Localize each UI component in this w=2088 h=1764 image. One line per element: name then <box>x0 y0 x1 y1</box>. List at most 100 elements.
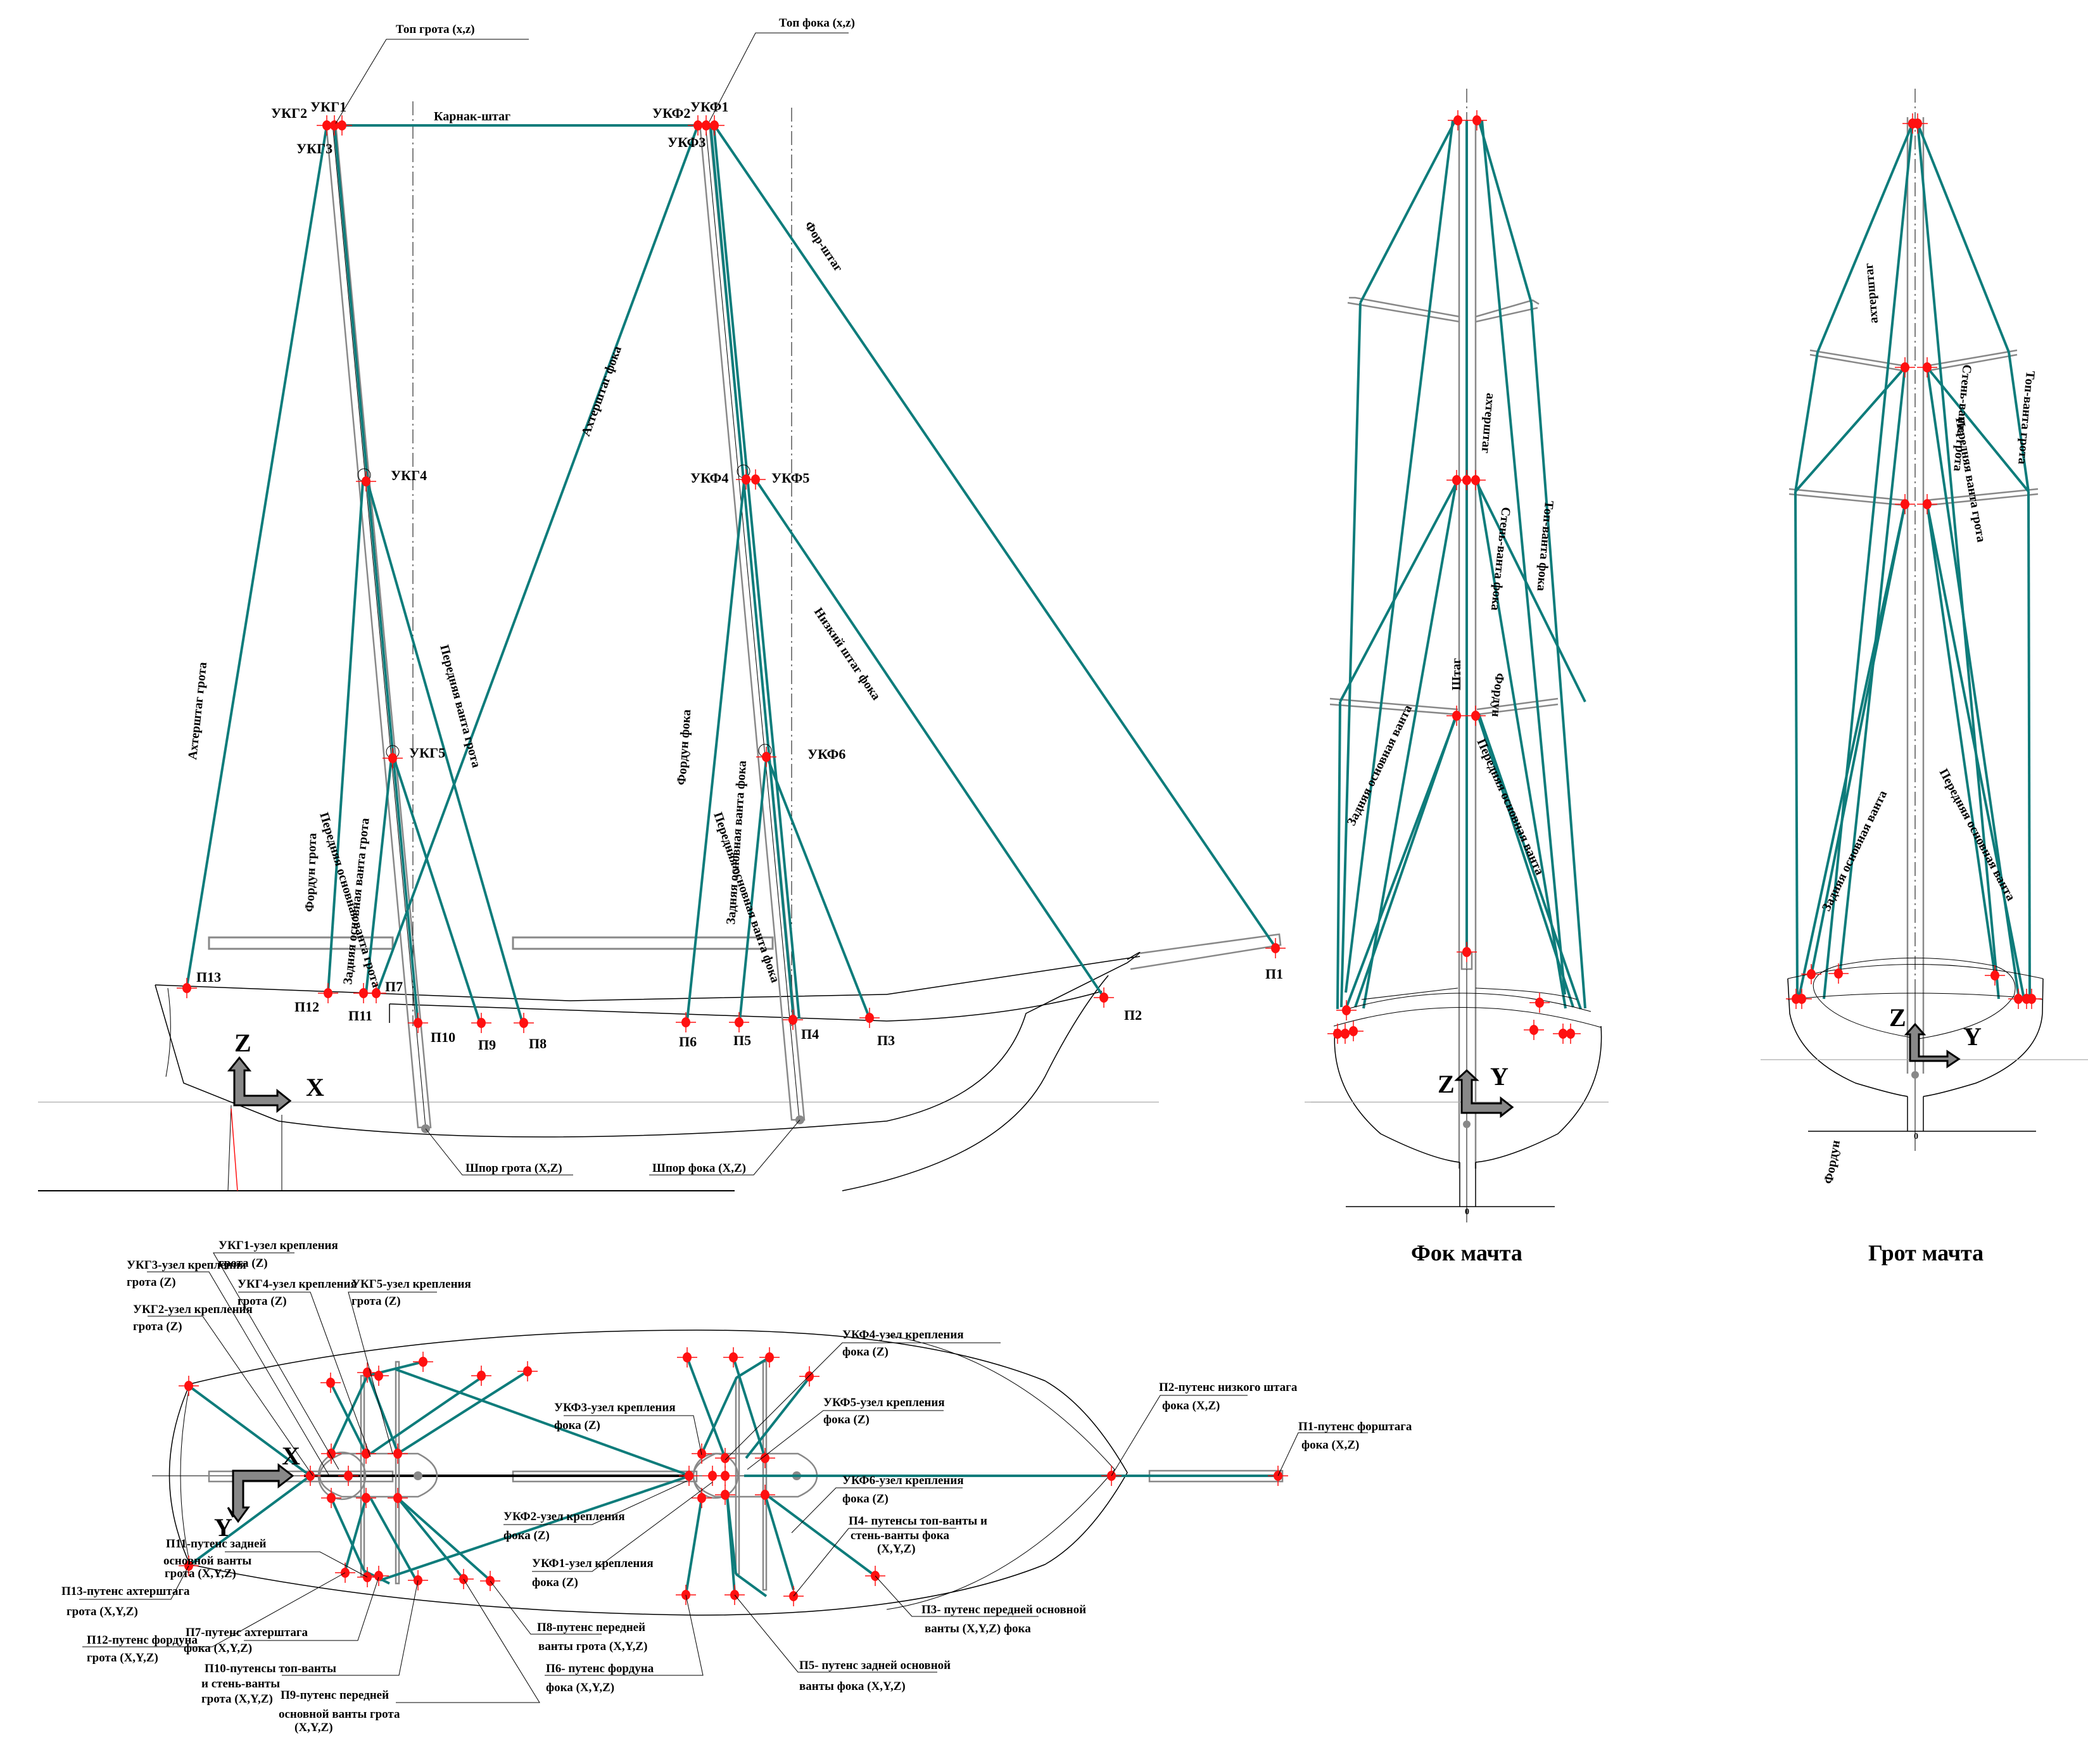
side-view: Топ грота (x,z) Топ фока (x,z) УКГ2 УКГ1… <box>38 16 1355 1191</box>
co-p13-l2: грота (X,Y,Z) <box>66 1605 138 1618</box>
mv-chain-l2[interactable] <box>1828 963 1849 984</box>
p5-point[interactable] <box>728 1012 750 1033</box>
ld-p11 <box>225 1551 368 1578</box>
pp-p3a[interactable] <box>799 1366 820 1387</box>
co-ukg4-l2: грота (Z) <box>237 1295 287 1308</box>
ld-p10 <box>282 1580 419 1676</box>
p4-point[interactable] <box>782 1009 804 1031</box>
p3-point[interactable] <box>859 1007 880 1029</box>
mv-low-right <box>1926 504 2025 999</box>
pp-p5a[interactable] <box>723 1347 744 1368</box>
co-p9-l3: (X,Y,Z) <box>294 1721 333 1734</box>
pp-ukf5b[interactable] <box>754 1484 776 1506</box>
co-ukg2-l1: УКГ2-узел крепления <box>133 1303 253 1316</box>
pr-19 <box>686 1357 726 1459</box>
co-ukf5-l2: фока (Z) <box>823 1413 870 1426</box>
plan-main-step <box>414 1471 422 1480</box>
deckhouse-fore <box>512 936 774 950</box>
p10-point[interactable] <box>407 1012 429 1034</box>
main-lower-spreader <box>1788 488 2039 507</box>
fv-mid-right-cross <box>1476 479 1567 1009</box>
fv-top-right-point[interactable] <box>1466 110 1488 131</box>
fore-view-keel <box>1459 1162 1476 1207</box>
hull-transom <box>155 984 279 1122</box>
pp-ukf4c[interactable] <box>714 1465 736 1487</box>
p6-point[interactable] <box>675 1012 697 1033</box>
mv-top-right-outer-2 <box>2008 352 2030 492</box>
pr-24 <box>726 1494 737 1575</box>
forestay-label: Фор-штаг <box>802 219 845 274</box>
p9-point[interactable] <box>471 1012 492 1034</box>
pr-15 <box>396 1497 491 1582</box>
fv-chain-r1[interactable] <box>1529 992 1550 1013</box>
mv-low-right-point[interactable] <box>1916 493 1938 515</box>
pr-18 <box>735 1356 771 1379</box>
pr-8 <box>396 1370 529 1455</box>
pr-20 <box>732 1357 766 1459</box>
mv-top-right-outer <box>1916 123 2010 353</box>
mv-low-left-point[interactable] <box>1894 493 1916 515</box>
main-mast-axis <box>332 123 426 1128</box>
p1-point[interactable] <box>1265 937 1286 959</box>
main-view-cockpit <box>1813 958 2016 1039</box>
co-p1-l1: П1-путенс форштага <box>1298 1420 1412 1433</box>
mv-top-left-inner <box>1823 123 1914 999</box>
ld-ukg1 <box>213 1252 339 1470</box>
front-shroud-main <box>366 481 524 1024</box>
fv-top-left-outer-2 <box>1340 302 1362 1008</box>
pp-ukf5a[interactable] <box>754 1447 776 1469</box>
co-p12-l2: грота (X,Y,Z) <box>87 1651 158 1665</box>
co-ukg5-l2: грота (Z) <box>351 1295 401 1308</box>
pp-p13[interactable] <box>178 1375 199 1397</box>
pp-ukf3b[interactable] <box>691 1487 712 1509</box>
mv-chain-r4[interactable] <box>2021 988 2042 1010</box>
z-axis-label: Z <box>234 1029 251 1057</box>
ukf4-label: УКФ4 <box>690 470 728 486</box>
co-p4-l2: стень-ванты фока <box>851 1529 949 1542</box>
main-view-rigging <box>1794 123 2031 999</box>
pp-ukf4a[interactable] <box>714 1447 736 1469</box>
co-ukg5-l1: УКГ5-узел крепления <box>351 1278 471 1291</box>
fv-chain-r4[interactable] <box>1560 1023 1581 1044</box>
p8-point[interactable] <box>513 1012 535 1034</box>
pr-12 <box>344 1497 367 1571</box>
fv-lower-right-b <box>1477 713 1582 1010</box>
co-ukg1-l2: грота (Z) <box>218 1257 268 1270</box>
mv-chain-r1[interactable] <box>1984 965 2006 986</box>
ukg1-label: УКГ1 <box>310 99 346 115</box>
co-ukf4-l1: УКФ4-узел крепления <box>842 1328 964 1342</box>
fv-top-right-outer-2 <box>1530 302 1586 1009</box>
hull-bottom <box>278 951 1141 1138</box>
p12-point[interactable] <box>317 982 339 1004</box>
pp-ukg1[interactable] <box>338 1465 359 1487</box>
karnak-label: Карнак-штаг <box>434 110 510 124</box>
main-mast-view: ахтерштаг Стень-ванта грота Топ-ванта гр… <box>1761 89 2088 1266</box>
co-p9-l2: основной ванты грота <box>279 1708 400 1721</box>
pp-ukf4b[interactable] <box>714 1484 736 1506</box>
pp-p12a[interactable] <box>320 1372 341 1393</box>
p13-point[interactable] <box>176 977 198 999</box>
pr-6 <box>366 1372 399 1453</box>
fv-mid-right-point[interactable] <box>1465 469 1486 491</box>
fv-chain-r2[interactable] <box>1523 1019 1545 1041</box>
co-ukf1-l2: фока (Z) <box>532 1576 578 1589</box>
pr-14 <box>396 1497 465 1580</box>
pr-10 <box>330 1497 365 1571</box>
ukg2-label: УКГ2 <box>271 105 307 121</box>
mv-top-left-outer-2 <box>1794 352 1819 492</box>
co-p6-l2: фока (X,Y,Z) <box>546 1681 614 1694</box>
ukf1-point[interactable] <box>704 115 725 136</box>
pp-ukg2[interactable] <box>300 1465 321 1487</box>
pp-p6a[interactable] <box>676 1347 698 1368</box>
fore-view-hull <box>1334 1025 1602 1163</box>
mv-low-left <box>1797 504 1906 999</box>
fv-chain-l1[interactable] <box>1336 999 1357 1021</box>
mv-origin-label: 0 <box>1914 1132 1918 1141</box>
ld-p2 <box>1111 1395 1248 1476</box>
mv-chain-l4[interactable] <box>1791 988 1813 1010</box>
pp-p8a[interactable] <box>517 1361 538 1382</box>
ld-p12 <box>82 1572 346 1647</box>
fore-mast-title: Фок мачта <box>1411 1240 1522 1266</box>
pp-p10a[interactable] <box>412 1351 434 1373</box>
